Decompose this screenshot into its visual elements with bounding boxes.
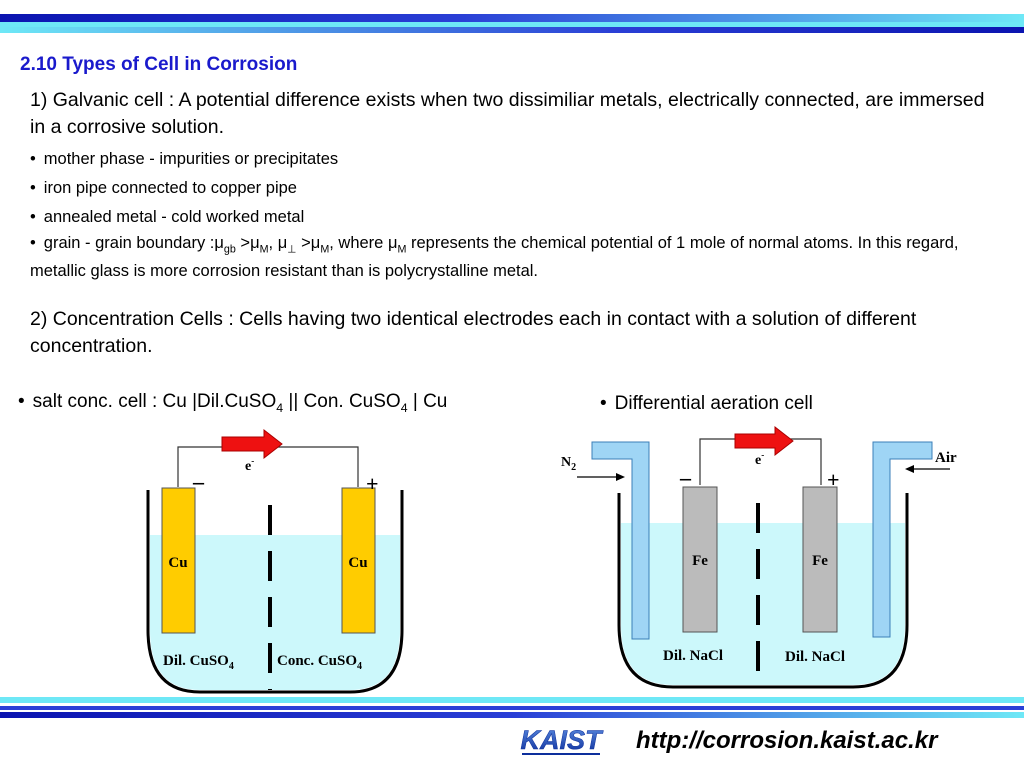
galvanic-bullet-2: •iron pipe connected to copper pipe	[30, 179, 297, 197]
aeration-cell-right-electrode-label: Fe	[812, 553, 828, 569]
header-band-mid	[0, 22, 1024, 27]
galvanic-bullet-grain: •grain - grain boundary :μgb >μM, μ⊥ >μM…	[30, 234, 959, 281]
salt-cell-right-electrode	[341, 487, 376, 634]
n2-inlet-tube	[591, 441, 650, 640]
air-inlet-tube	[872, 441, 933, 638]
salt-cell-electron-label: e-	[245, 456, 254, 474]
footer-band-gradient	[0, 712, 1024, 718]
footer-band-light	[0, 697, 1024, 703]
footer-url[interactable]: http://corrosion.kaist.ac.kr	[636, 727, 938, 754]
air-label: Air	[935, 450, 957, 466]
salt-cell-minus: –	[192, 469, 205, 494]
aeration-cell-minus: –	[679, 465, 692, 490]
aeration-cell-left-electrode-label: Fe	[692, 553, 708, 569]
electron-flow-arrow-2	[734, 425, 794, 457]
salt-cell-beaker	[146, 490, 404, 694]
aeration-cell-electron-label: e-	[755, 450, 764, 468]
aeration-cell-left-electrode	[682, 486, 718, 633]
galvanic-heading: 1) Galvanic cell : A potential differenc…	[30, 89, 985, 138]
kaist-logo: KAIST	[520, 725, 605, 756]
concentration-heading: 2) Concentration Cells : Cells having tw…	[30, 308, 917, 357]
aeration-cell-right-solution-label: Dil. NaCl	[785, 649, 845, 665]
aeration-cell-plus: +	[827, 467, 840, 492]
salt-cell-right-electrode-label: Cu	[348, 555, 367, 571]
salt-cell-left-electrode	[161, 487, 196, 634]
slide-title: 2.10 Types of Cell in Corrosion	[20, 54, 298, 75]
kaist-logo-text: KAIST	[521, 725, 605, 755]
galvanic-bullet-3: •annealed metal - cold worked metal	[30, 208, 305, 226]
header-band-top	[0, 14, 1024, 22]
aeration-cell-diagram: N2 Air e- – + Fe Fe Dil. NaCl Dil. NaCl	[561, 425, 957, 689]
salt-cell-right-solution-label: Conc. CuSO4	[277, 653, 362, 672]
salt-cell-diagram: e- – + Cu Cu Dil. CuSO4 Conc. CuSO4	[146, 428, 404, 694]
n2-flow-arrowhead	[616, 473, 625, 481]
salt-cell-left-solution-label: Dil. CuSO4	[163, 653, 234, 672]
galvanic-bullet-1: •mother phase - impurities or precipitat…	[30, 150, 339, 168]
footer-band-blue	[0, 706, 1024, 710]
salt-cell-solution	[150, 535, 400, 690]
salt-cell-left-electrode-label: Cu	[168, 555, 187, 571]
air-flow-arrowhead	[905, 465, 914, 473]
aeration-cell-beaker	[617, 493, 909, 689]
aeration-cell-caption: •Differential aeration cell	[600, 393, 813, 414]
aeration-cell-left-solution-label: Dil. NaCl	[663, 648, 723, 664]
electron-flow-arrow	[221, 428, 283, 460]
header-band-bottom	[0, 27, 1024, 33]
salt-cell-plus: +	[366, 471, 379, 496]
n2-label: N2	[561, 455, 576, 473]
salt-cell-caption: •salt conc. cell : Cu |Dil.CuSO4 || Con.…	[18, 391, 448, 415]
aeration-cell-right-electrode	[802, 486, 838, 633]
